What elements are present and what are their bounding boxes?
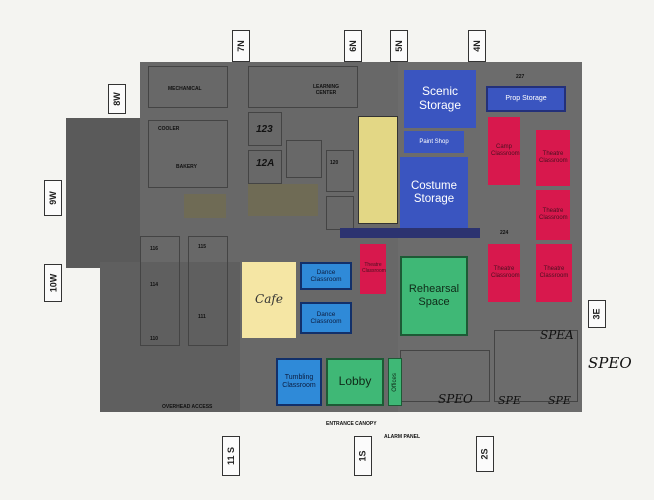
wing-tag-6n: 6N bbox=[344, 30, 362, 62]
room-block bbox=[248, 184, 318, 216]
room-block bbox=[188, 236, 228, 346]
room-block bbox=[248, 150, 282, 184]
cooler-label: COOLER bbox=[158, 126, 180, 132]
entrance-canopy-label: ENTRANCE CANOPY bbox=[326, 421, 377, 427]
tumbling-classroom-room: Tumbling Classroom bbox=[276, 358, 322, 406]
wing-tag-4n: 4N bbox=[468, 30, 486, 62]
theatre-classroom-room-d: Theatre Classroom bbox=[536, 244, 572, 302]
costume-storage-room: Costume Storage bbox=[400, 157, 468, 229]
costume-storage-label: Costume Storage bbox=[410, 179, 458, 205]
theatre-classroom-label: Theatre Classroom bbox=[362, 262, 386, 274]
theatre-classroom-room-a: Theatre Classroom bbox=[536, 130, 570, 186]
room-number: 120 bbox=[330, 160, 339, 166]
wing-tag-7n: 7N bbox=[232, 30, 250, 62]
handwritten-note: SPE bbox=[498, 394, 521, 407]
rehearsal-space-label: Rehearsal Space bbox=[408, 283, 460, 308]
camp-classroom-label: Camp Classroom bbox=[491, 144, 520, 157]
dance-classroom-room-b: Dance Classroom bbox=[300, 302, 352, 334]
dance-classroom-label: Dance Classroom bbox=[310, 310, 342, 325]
wing-tag-10w: 10W bbox=[44, 264, 62, 302]
wing-tag-2s: 2S bbox=[476, 436, 494, 472]
offices-label: Offices bbox=[391, 372, 398, 392]
paint-shop-label: Paint Shop bbox=[419, 138, 449, 145]
prop-storage-room: Prop Storage bbox=[486, 86, 566, 112]
room-number: 110 bbox=[150, 336, 159, 342]
theatre-classroom-label: Theatre Classroom bbox=[539, 208, 568, 221]
room-block bbox=[494, 330, 578, 402]
lobby-room: Lobby bbox=[326, 358, 384, 406]
wing-tag-8w: 8W bbox=[108, 84, 126, 114]
dance-classroom-room-a: Dance Classroom bbox=[300, 262, 352, 290]
rehearsal-space-room: Rehearsal Space bbox=[400, 256, 468, 336]
theatre-classroom-room-e: Theatre Classroom bbox=[360, 244, 386, 294]
room-number: 114 bbox=[150, 282, 159, 288]
corridor-highlight bbox=[340, 228, 480, 238]
theatre-classroom-label: Theatre Classroom bbox=[539, 266, 569, 279]
room-number: 227 bbox=[516, 74, 525, 80]
theatre-classroom-label: Theatre Classroom bbox=[491, 266, 520, 279]
dance-classroom-label: Dance Classroom bbox=[310, 268, 342, 283]
room-block bbox=[148, 120, 228, 188]
tumbling-classroom-label: Tumbling Classroom bbox=[282, 373, 316, 389]
room-block bbox=[286, 140, 322, 178]
offices-room: Offices bbox=[388, 358, 402, 406]
room-number: 224 bbox=[500, 230, 509, 236]
overhead-access-label: OVERHEAD ACCESS bbox=[162, 404, 213, 410]
theatre-classroom-room-c: Theatre Classroom bbox=[488, 244, 520, 302]
learning-center-label: LEARNING CENTER bbox=[312, 84, 340, 96]
wing-tag-11s: 11 S bbox=[222, 436, 240, 476]
room-number: 12A bbox=[256, 158, 275, 169]
room-block bbox=[326, 196, 354, 230]
handwritten-note: SPEO bbox=[438, 392, 473, 406]
room-block bbox=[248, 66, 358, 108]
bakery-label: BAKERY bbox=[176, 164, 197, 170]
room-number: 111 bbox=[198, 314, 206, 320]
building-south-west bbox=[100, 262, 240, 412]
scenic-storage-room: Scenic Storage bbox=[404, 70, 476, 128]
room-block bbox=[148, 66, 228, 108]
lobby-label: Lobby bbox=[338, 374, 372, 389]
alarm-panel-label: ALARM PANEL bbox=[384, 434, 421, 440]
theatre-classroom-room-b: Theatre Classroom bbox=[536, 190, 570, 240]
wing-tag-1s: 1S bbox=[354, 436, 372, 476]
handwritten-note: SPEA bbox=[540, 328, 574, 342]
cafe-room: Cafe bbox=[242, 262, 296, 338]
wing-tag-5n: 5N bbox=[390, 30, 408, 62]
handwritten-note: SPEO bbox=[588, 354, 632, 372]
room-number: 123 bbox=[256, 124, 273, 135]
theatre-classroom-label: Theatre Classroom bbox=[539, 151, 568, 164]
camp-classroom-room: Camp Classroom bbox=[488, 117, 520, 185]
room-number: 115 bbox=[198, 244, 207, 250]
gymnasium bbox=[358, 116, 398, 224]
room-number: 116 bbox=[150, 246, 159, 252]
wing-tag-3e: 3E bbox=[588, 300, 606, 328]
room-block bbox=[326, 150, 354, 192]
wing-tag-9w: 9W bbox=[44, 180, 62, 216]
paint-shop-room: Paint Shop bbox=[404, 131, 464, 153]
room-block bbox=[184, 194, 226, 218]
mechanical-label: MECHANICAL bbox=[168, 86, 202, 92]
cafe-label: Cafe bbox=[255, 292, 283, 307]
scenic-storage-label: Scenic Storage bbox=[418, 84, 462, 112]
handwritten-note: SPE bbox=[548, 394, 571, 407]
room-block bbox=[248, 112, 282, 146]
room-block bbox=[140, 236, 180, 346]
prop-storage-label: Prop Storage bbox=[505, 94, 547, 102]
